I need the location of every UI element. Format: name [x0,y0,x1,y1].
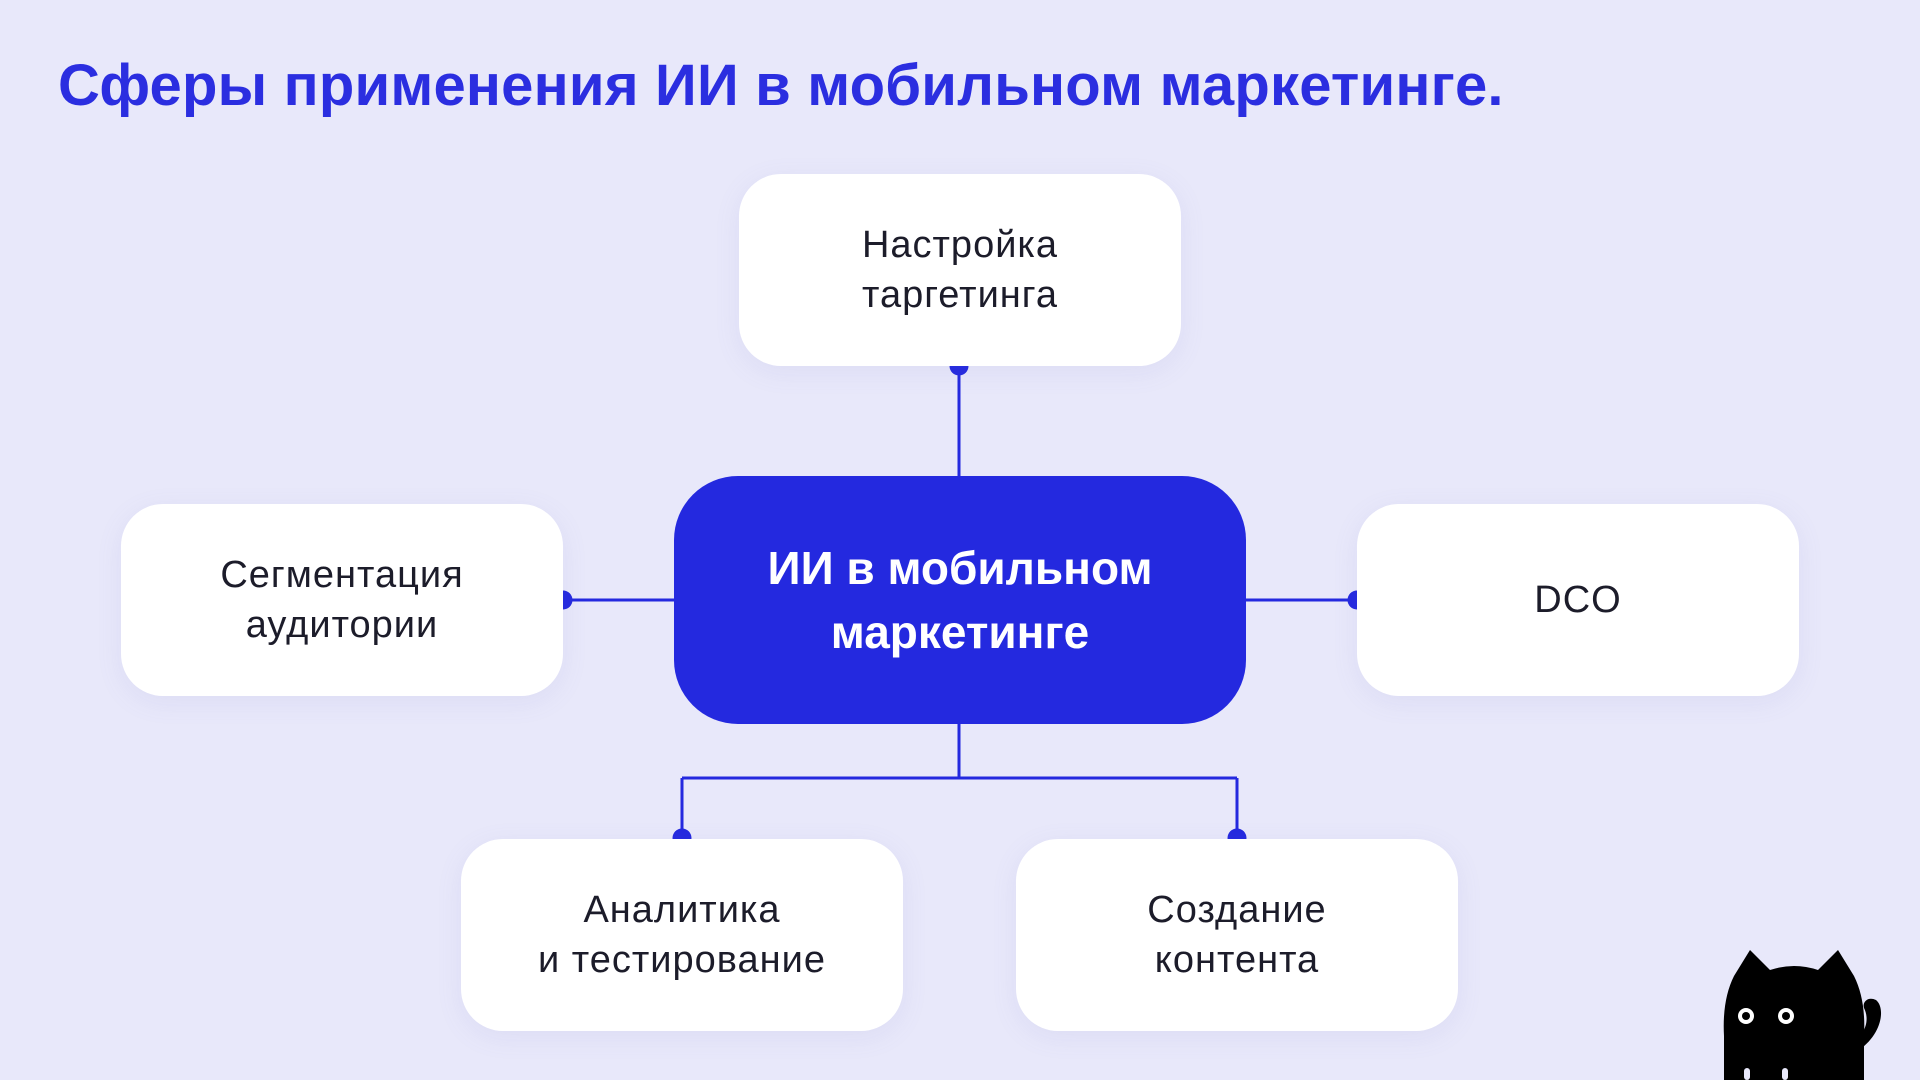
node-content-label: Создание контента [1147,889,1327,981]
black-cat-mascot-icon [1723,950,1882,1080]
node-analytics-label: Аналитика и тестирование [537,889,827,981]
slide-title: Сферы применения ИИ в мобильном маркетин… [58,53,1504,118]
node-segmentation-label: Сегментация аудитории [220,554,464,646]
center-node: ИИ в мобильном маркетинге [674,476,1246,724]
node-dco-label: DCO [1534,579,1622,621]
node-targeting-label: Настройка таргетинга [861,224,1059,316]
node-dco: DCO [1357,504,1799,696]
center-node-label: ИИ в мобильном маркетинге [767,542,1153,658]
node-segmentation: Сегментация аудитории [121,504,563,696]
node-targeting: Настройка таргетинга [739,174,1181,366]
connector-bottom-branch [680,724,1239,838]
node-content: Создание контента [1016,839,1458,1031]
node-analytics: Аналитика и тестирование [461,839,903,1031]
